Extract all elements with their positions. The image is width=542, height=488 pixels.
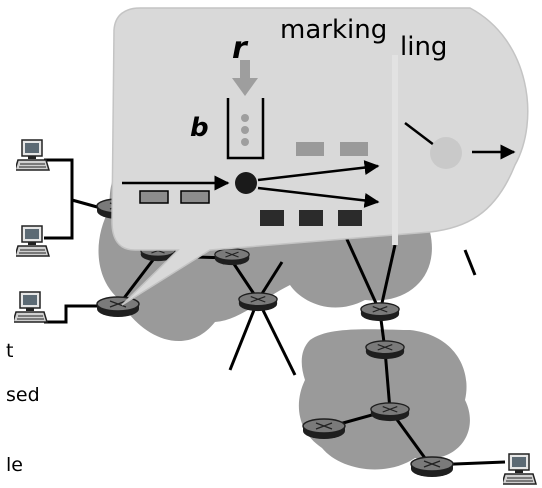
marker-node xyxy=(235,172,257,194)
host-computer-icon xyxy=(16,225,50,257)
router-icon xyxy=(365,340,405,360)
marked-arrow xyxy=(257,160,380,182)
side-text-line-3: le xyxy=(6,454,23,476)
packet-icon xyxy=(299,210,323,226)
packet-icon xyxy=(340,142,368,156)
callout-bubble xyxy=(111,7,529,306)
router-icon xyxy=(410,456,454,478)
host-computer-icon xyxy=(503,453,537,485)
packet-icon xyxy=(296,142,324,156)
host-computer-icon xyxy=(16,139,50,171)
packet-icon xyxy=(180,190,210,204)
packet-icon xyxy=(338,210,362,226)
token-bucket-icon xyxy=(226,98,265,160)
token-rate-label: r xyxy=(232,31,249,66)
unmarked-arrow xyxy=(257,186,380,208)
router-icon xyxy=(302,418,346,440)
router-icon xyxy=(370,402,410,422)
router-icon xyxy=(214,248,250,266)
policer-node xyxy=(430,137,462,169)
marking-label: marking xyxy=(280,15,387,45)
host-computer-icon xyxy=(14,291,48,323)
router-icon xyxy=(96,296,140,318)
policer-arrow-in xyxy=(404,122,439,149)
token-arrow xyxy=(232,60,258,96)
packet-icon xyxy=(260,210,284,226)
policing-label: ling xyxy=(400,32,447,62)
packet-icon xyxy=(139,190,169,204)
router-icon xyxy=(238,292,278,312)
side-text-line-1: t xyxy=(6,340,14,362)
bucket-size-label: b xyxy=(190,113,209,143)
router-icon xyxy=(360,302,400,322)
side-text-line-2: sed xyxy=(6,384,40,406)
